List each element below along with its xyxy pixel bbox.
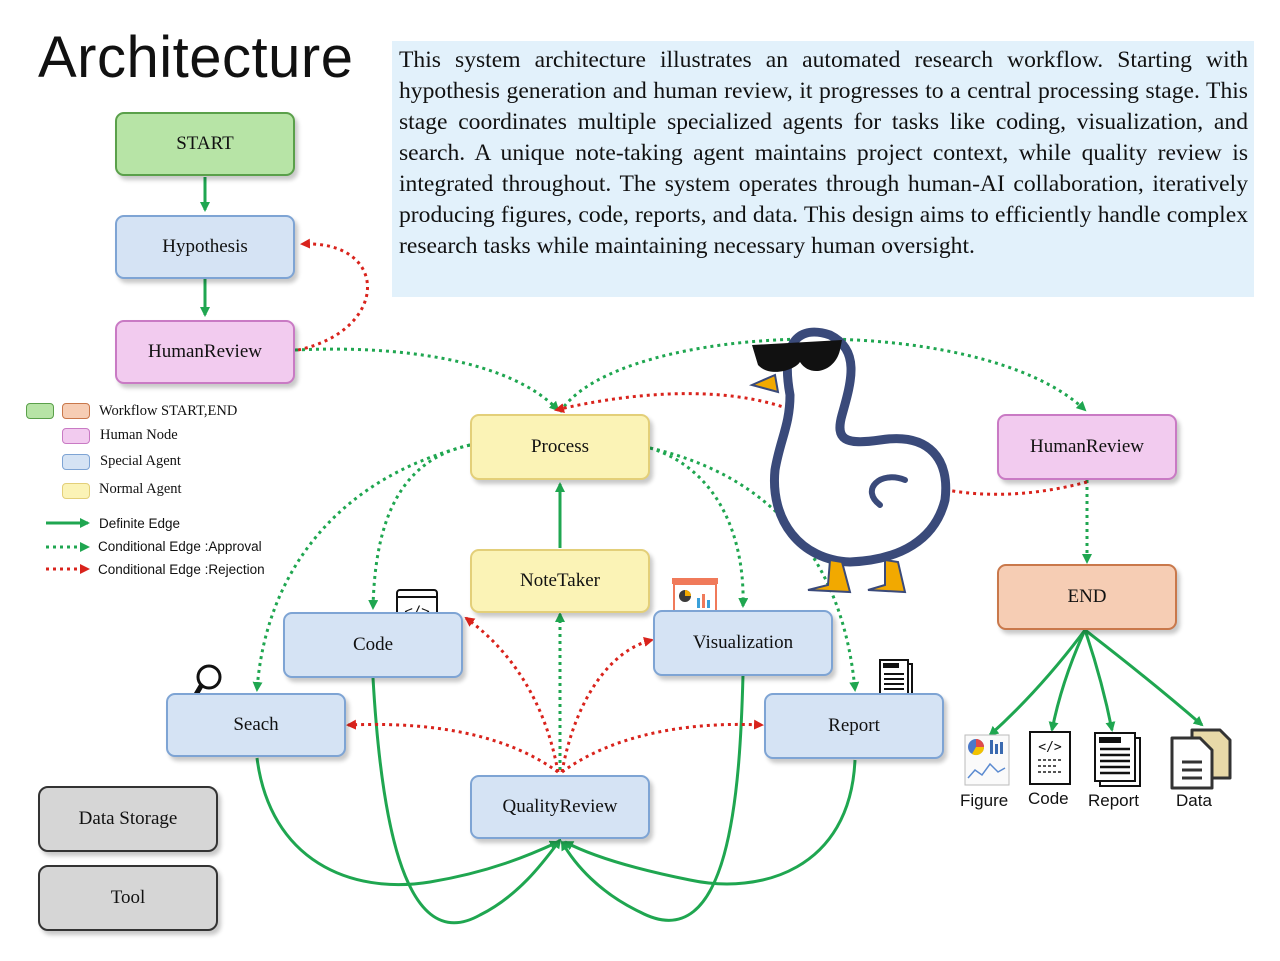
quality-review-node: QualityReview	[470, 775, 650, 839]
output-report-label: Report	[1088, 791, 1140, 810]
legend-rejection-label: Conditional Edge :Rejection	[98, 562, 265, 577]
report-file-icon	[1094, 732, 1141, 787]
search-node: Seach	[166, 693, 346, 757]
edge-end-report	[1083, 629, 1116, 732]
page-title: Architecture	[38, 25, 354, 90]
edge-code-quality	[371, 677, 562, 925]
edge-process-viz	[649, 446, 749, 608]
tool-node: Tool	[38, 865, 218, 931]
report-node: Report	[764, 693, 944, 759]
report-icon	[879, 659, 913, 703]
legend-swatch-end-orange	[62, 403, 90, 419]
edge-viz-quality	[560, 674, 745, 922]
legend-swatch-start-green	[26, 403, 54, 419]
edge-humanreview-hypothesis-reject	[297, 238, 369, 352]
hypothesis-node: Hypothesis	[115, 215, 295, 279]
edge-search-quality	[255, 757, 560, 887]
edge-quality-report-reject	[561, 719, 764, 774]
figure-icon	[964, 734, 1010, 786]
visualization-node: Visualization	[653, 610, 833, 676]
svg-text:</>: </>	[1038, 740, 1062, 755]
note-taker-node: NoteTaker	[470, 549, 650, 613]
edge-quality-viz-reject	[560, 636, 654, 773]
legend-swatch-special	[62, 454, 90, 470]
edge-end-data	[1084, 628, 1204, 727]
process-node: Process	[470, 414, 650, 480]
human-review-right-node: HumanReview	[997, 414, 1177, 480]
output-data-label: Data	[1176, 791, 1212, 810]
data-icon	[1170, 728, 1232, 790]
edge-report-quality	[563, 759, 857, 886]
start-node: START	[115, 112, 295, 176]
goose-sunglasses	[752, 340, 842, 372]
output-code-label: Code	[1028, 789, 1069, 808]
human-review-left-node: HumanReview	[115, 320, 295, 384]
legend-swatch-normal	[62, 483, 90, 499]
edge-process-code	[368, 443, 471, 610]
legend-human-label: Human Node	[100, 427, 178, 443]
goose-feet-icon	[807, 558, 907, 594]
description-panel: This system architecture illustrates an …	[392, 41, 1254, 297]
legend-swatch-human	[62, 428, 90, 444]
edge-quality-code-reject	[464, 616, 560, 773]
output-figure-label: Figure	[960, 791, 1009, 810]
legend-workflow-label: Workflow START,END	[99, 403, 238, 419]
code-node: Code	[283, 612, 463, 678]
legend-normal-label: Normal Agent	[99, 481, 182, 497]
legend-approval-label: Conditional Edge :Approval	[98, 539, 262, 554]
legend-definite-label: Definite Edge	[99, 516, 181, 531]
edge-humanreview-process	[294, 347, 560, 412]
edge-end-figure	[988, 629, 1087, 737]
data-storage-node: Data Storage	[38, 786, 218, 852]
goose-sunglasses-icon	[769, 327, 951, 567]
edge-end-code	[1048, 629, 1087, 732]
goose-beak-icon	[748, 373, 780, 394]
code-file-icon: </>	[1029, 731, 1071, 785]
legend-special-label: Special Agent	[100, 453, 181, 469]
end-node: END	[997, 564, 1177, 630]
